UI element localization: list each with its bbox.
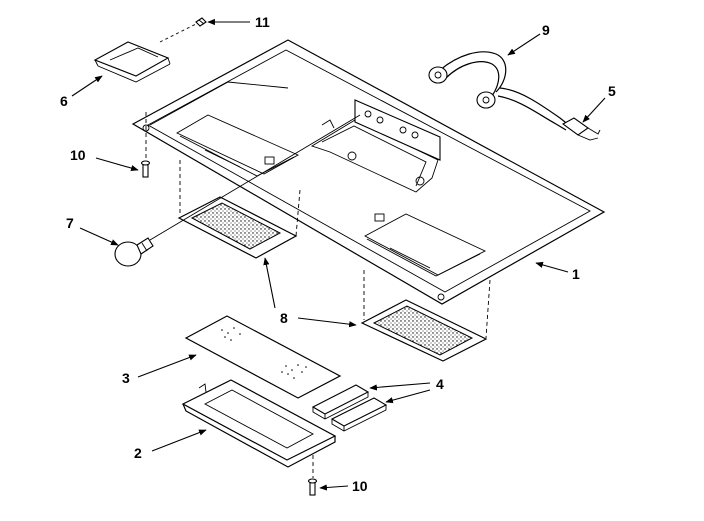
callout-10-bottom: 10: [352, 478, 368, 494]
callout-2: 2: [134, 445, 142, 461]
callout-3: 3: [122, 370, 130, 386]
grease-filter-right-part-8: [360, 299, 488, 362]
bottom-plate-part-1: [131, 39, 606, 305]
callout-4: 4: [436, 376, 444, 392]
light-socket-bracket: [310, 99, 441, 193]
lamp-cover-frame-part-2: [181, 379, 337, 468]
callout-5: 5: [608, 83, 616, 99]
screw-part-11: [195, 17, 207, 27]
callout-labels: 11 9 6 5 10 7 1 8 3 4 2 10: [60, 14, 616, 494]
lamp-socket-wire-part-9: [428, 51, 571, 131]
clip-bracket-part-6: [93, 41, 171, 83]
callout-1: 1: [572, 266, 580, 282]
strip-part-4-upper: [311, 384, 370, 420]
filter-slot-left: [176, 114, 300, 177]
screw-part-10-top: [140, 160, 151, 178]
callout-9: 9: [542, 22, 550, 38]
callout-7: 7: [66, 215, 74, 231]
grease-filter-left-part-8: [177, 196, 298, 259]
strip-part-4-lower: [330, 397, 388, 432]
wire-connector-part-5: [561, 117, 601, 141]
screw-part-10-bottom: [307, 478, 318, 496]
lens-cover-part-3: [184, 315, 342, 399]
filter-slot-right: [364, 213, 487, 277]
callout-11: 11: [255, 14, 270, 30]
callout-8: 8: [280, 310, 288, 326]
callout-6: 6: [60, 93, 68, 109]
callout-10-top: 10: [70, 147, 86, 163]
leader-lines: [71, 18, 606, 491]
light-bulb-part-7: [114, 237, 154, 267]
